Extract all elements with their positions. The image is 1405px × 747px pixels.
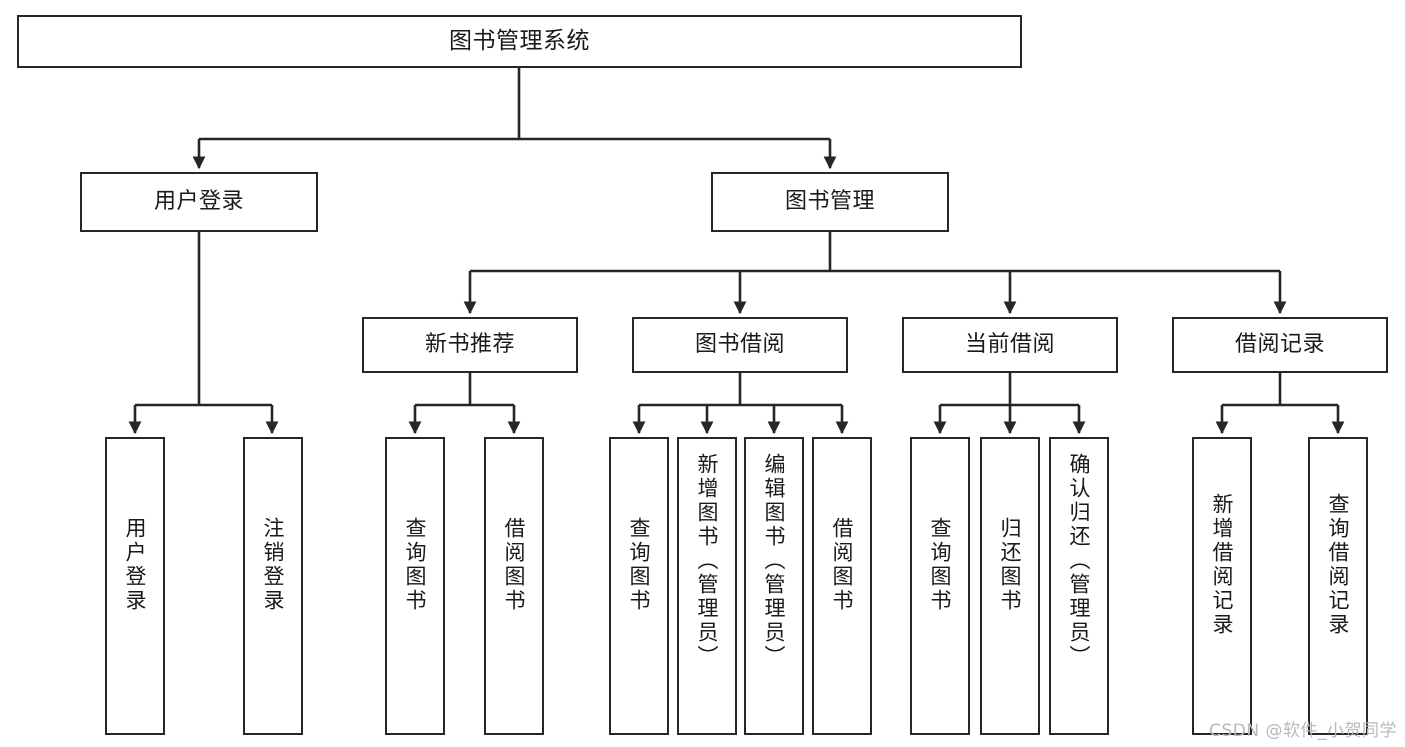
node-current-borrow[interactable]: 当前借阅 [902, 317, 1118, 373]
leaf-br-query-record[interactable]: 查询借阅记录 [1308, 437, 1368, 735]
node-label: 借阅图书 [830, 517, 855, 613]
node-book-borrow[interactable]: 图书借阅 [632, 317, 848, 373]
node-label: 查询图书 [928, 517, 953, 613]
node-label: 用户登录 [153, 189, 244, 215]
node-label: 注销登录 [261, 517, 286, 613]
node-label: 新增图书（管理员） [695, 453, 720, 669]
node-label: 借阅图书 [502, 517, 527, 613]
node-user-login[interactable]: 用户登录 [80, 172, 318, 232]
node-label: 新书推荐 [424, 332, 515, 358]
leaf-nb-query-book[interactable]: 查询图书 [385, 437, 445, 735]
leaf-nb-borrow-book[interactable]: 借阅图书 [484, 437, 544, 735]
leaf-bb-borrow-book[interactable]: 借阅图书 [812, 437, 872, 735]
leaf-bb-edit-book-admin[interactable]: 编辑图书（管理员） [744, 437, 804, 735]
leaf-cb-return-book[interactable]: 归还图书 [980, 437, 1040, 735]
node-label: 用户登录 [123, 517, 148, 613]
leaf-cb-confirm-return-admin[interactable]: 确认归还（管理员） [1049, 437, 1109, 735]
node-book-management[interactable]: 图书管理 [711, 172, 949, 232]
node-label: 借阅记录 [1234, 332, 1325, 358]
leaf-user-login[interactable]: 用户登录 [105, 437, 165, 735]
node-label: 查询借阅记录 [1326, 493, 1351, 637]
node-label: 编辑图书（管理员） [762, 453, 787, 669]
node-label: 归还图书 [998, 517, 1023, 613]
node-label: 图书管理 [784, 189, 875, 215]
node-label: 查询图书 [627, 517, 652, 613]
leaf-cb-query-book[interactable]: 查询图书 [910, 437, 970, 735]
node-root-library-management-system[interactable]: 图书管理系统 [17, 15, 1022, 68]
node-label: 图书借阅 [694, 332, 785, 358]
node-label: 图书管理系统 [449, 27, 590, 54]
leaf-br-add-record[interactable]: 新增借阅记录 [1192, 437, 1252, 735]
watermark-text: CSDN @软件_小贺同学 [1209, 721, 1397, 741]
node-label: 新增借阅记录 [1210, 493, 1235, 637]
leaf-logout[interactable]: 注销登录 [243, 437, 303, 735]
node-label: 确认归还（管理员） [1067, 453, 1092, 669]
node-new-book-recommend[interactable]: 新书推荐 [362, 317, 578, 373]
node-borrow-record[interactable]: 借阅记录 [1172, 317, 1388, 373]
node-label: 查询图书 [403, 517, 428, 613]
leaf-bb-query-book[interactable]: 查询图书 [609, 437, 669, 735]
leaf-bb-add-book-admin[interactable]: 新增图书（管理员） [677, 437, 737, 735]
node-label: 当前借阅 [964, 332, 1055, 358]
